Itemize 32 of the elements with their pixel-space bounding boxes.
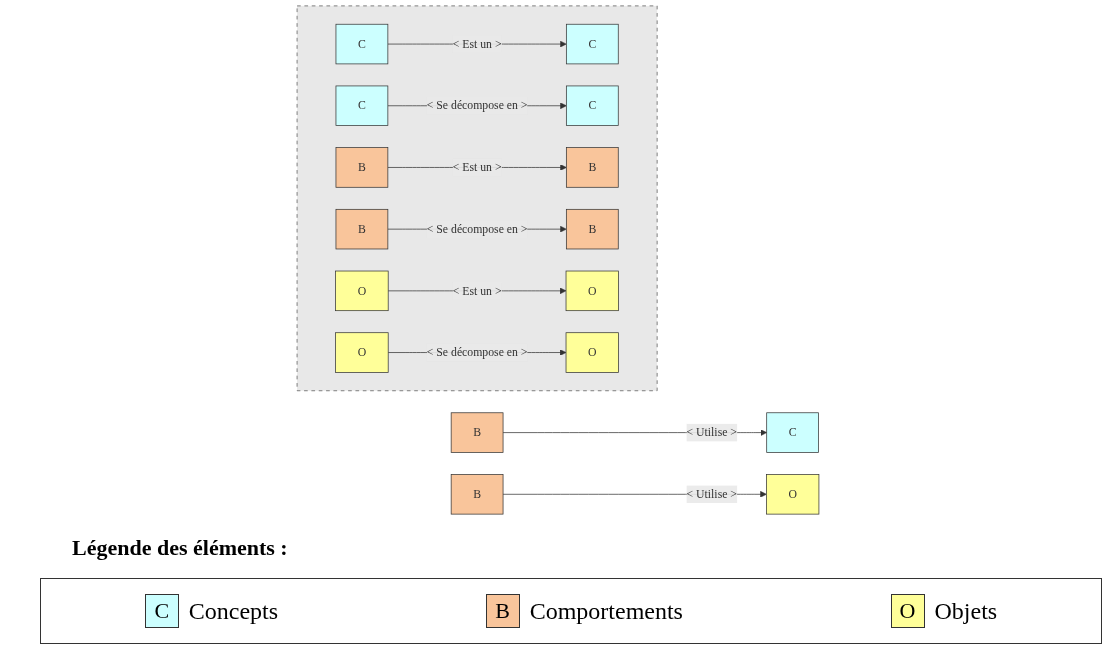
legend-label: Objets (934, 597, 998, 625)
legend-label: Comportements (529, 597, 683, 625)
node-box: O (565, 332, 619, 373)
node-box: C (335, 23, 389, 65)
edge-label: < Se décompose en > (426, 345, 528, 359)
node-box: C (766, 412, 819, 453)
node-box: O (565, 270, 619, 312)
legend-swatch: C (144, 594, 179, 628)
legend-heading: Légende des éléments : (72, 535, 288, 561)
node-box: B (450, 412, 504, 453)
edge-label: < Est un > (452, 284, 502, 297)
legend-label: Concepts (188, 597, 279, 625)
edge-label: < Est un > (452, 37, 502, 50)
node-box: C (335, 85, 389, 126)
node-box: B (566, 147, 619, 188)
node-box: O (766, 474, 820, 515)
legend-swatch: O (890, 594, 925, 628)
node-box: B (335, 147, 389, 188)
node-box: O (335, 332, 389, 373)
edge-label: < Est un > (452, 160, 502, 174)
cluster (296, 5, 658, 392)
node-box: B (335, 208, 389, 250)
node-box: C (566, 23, 619, 65)
edge-label: < Se décompose en > (426, 222, 528, 236)
legend-swatch: B (485, 594, 520, 628)
edge-label: < Utilise > (686, 487, 737, 501)
node-box: B (566, 208, 619, 250)
edge-label: < Se décompose en > (426, 99, 528, 112)
edge-label: < Utilise > (686, 425, 737, 439)
node-box: C (566, 85, 619, 126)
node-box: B (450, 474, 504, 515)
node-box: O (335, 270, 389, 312)
